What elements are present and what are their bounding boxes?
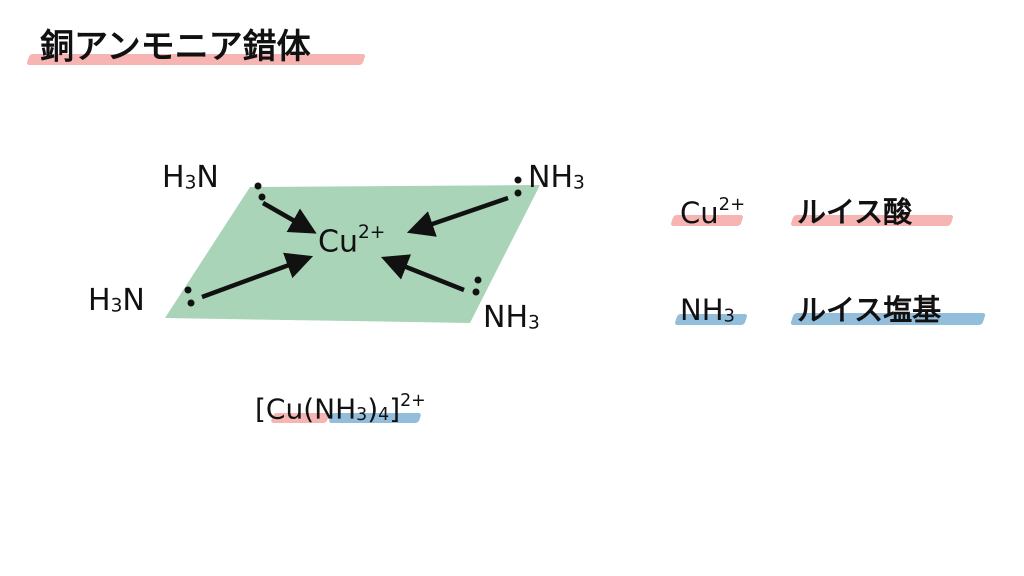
coordinate-bond-arrow-top-right xyxy=(406,195,509,237)
page-title: 銅アンモニア錯体 xyxy=(40,27,311,67)
coordinate-bond-arrow-bottom-left xyxy=(201,252,314,300)
ligand-bottom-right-nh: NH xyxy=(483,300,528,335)
coordinate-bond-arrow-top-left xyxy=(261,201,317,234)
legend-acid-label: ルイス酸 xyxy=(797,195,913,229)
legend-acid-charge: 2+ xyxy=(718,194,746,215)
ligand-top-left-h: H xyxy=(162,160,185,195)
legend-acid-species: Cu2+ xyxy=(680,196,745,228)
ligand-top-right: NH3 xyxy=(528,163,585,193)
ligand-top-left-sub: 3 xyxy=(184,172,197,194)
ligand-bottom-left-sub: 3 xyxy=(110,295,123,317)
ligand-bottom-right-sub: 3 xyxy=(528,312,540,334)
legend-base-species: NH3 xyxy=(680,296,735,325)
ligand-top-left-n: N xyxy=(196,160,219,195)
formula-close-bracket: ] xyxy=(389,392,401,426)
legend-base-label: ルイス塩基 xyxy=(797,293,942,327)
complex-formula: [Cu(NH3)4]2+ xyxy=(255,391,426,426)
ligand-top-right-nh: NH xyxy=(528,160,573,195)
lone-pair-bottom-right xyxy=(472,276,482,296)
central-ion-charge: 2+ xyxy=(357,222,386,243)
central-ion-symbol: Cu xyxy=(318,224,358,260)
ligand-bottom-right: NH3 xyxy=(483,303,540,333)
ligand-bottom-left: H3N xyxy=(88,286,145,316)
formula-sub-ammonia: 3 xyxy=(356,404,368,425)
legend-acid-symbol: Cu xyxy=(680,195,719,230)
ligand-top-right-sub: 3 xyxy=(573,172,585,194)
lone-pair-top-right xyxy=(514,176,522,197)
ligand-top-left: H3N xyxy=(162,163,219,193)
legend-base-sub: 3 xyxy=(723,305,735,327)
legend-base-symbol: NH xyxy=(680,293,724,327)
ligand-bottom-left-h: H xyxy=(88,283,111,318)
lone-pair-top-left xyxy=(254,182,266,201)
formula-charge: 2+ xyxy=(400,391,426,411)
formula-sub-count: 4 xyxy=(378,404,390,425)
formula-open: [Cu(NH xyxy=(255,392,357,426)
coordinate-bond-arrow-bottom-right xyxy=(380,254,465,293)
central-ion: Cu2+ xyxy=(318,222,386,260)
lone-pair-bottom-left xyxy=(184,286,195,307)
ligand-bottom-left-n: N xyxy=(122,283,145,318)
formula-close-paren: ) xyxy=(367,392,379,426)
